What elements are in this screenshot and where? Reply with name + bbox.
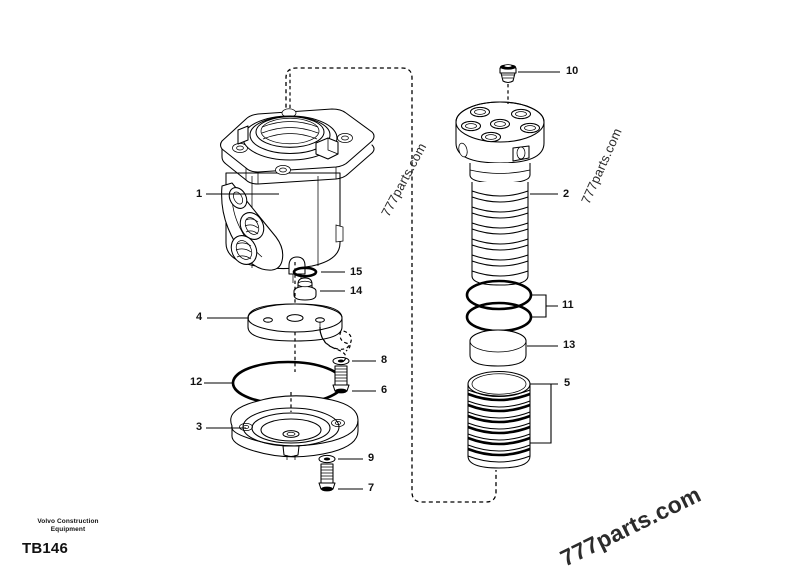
callout-11: 11: [562, 299, 574, 311]
part-bolt-6: [332, 365, 350, 394]
centre-lines: [289, 70, 509, 412]
bracket-ports: [228, 187, 265, 265]
part-seal-ring-stack-5: [467, 370, 531, 469]
callout-14: 14: [350, 285, 363, 297]
callout-1: 1: [196, 188, 203, 200]
callout-12: 12: [190, 376, 203, 388]
rotor-shaft-grooves: [471, 190, 529, 277]
part-check-valve-plug-14: [293, 277, 317, 301]
part-thrust-plate-4: [247, 303, 343, 342]
leader-lines: [204, 71, 560, 490]
callout-8: 8: [381, 354, 388, 366]
callout-2: 2: [563, 188, 570, 200]
callout-13: 13: [563, 339, 576, 351]
brand-line-1: Volvo Construction: [37, 518, 99, 525]
part-washer-9: [318, 454, 336, 464]
housing-flange-bolt-holes: [232, 108, 353, 175]
callout-4: 4: [196, 311, 203, 323]
assembly-path-dashed: [285, 67, 497, 503]
part-oring-pair-11: [465, 279, 533, 333]
part-plug-screw-10: [499, 64, 517, 84]
part-backup-ring-13: [469, 329, 527, 367]
model-code: TB146: [22, 540, 69, 558]
footer: Volvo Construction Equipment TB146: [22, 518, 222, 557]
brand-line-2: Equipment: [50, 526, 86, 534]
part-washer-8: [332, 356, 350, 366]
callout-15: 15: [350, 266, 363, 278]
callout-10: 10: [566, 65, 579, 77]
part-bottom-cover-3: [230, 395, 359, 460]
callout-5: 5: [564, 377, 571, 389]
detail-dash-connectors: [319, 326, 352, 362]
callout-9: 9: [368, 452, 375, 464]
callout-7: 7: [368, 482, 375, 494]
part-rotor-spindle-2: [455, 101, 545, 286]
callout-3: 3: [196, 421, 203, 433]
callout-6: 6: [381, 384, 388, 396]
part-housing-1: [219, 108, 375, 283]
part-small-oring-15: [292, 266, 318, 278]
rotor-top-ports: [460, 106, 541, 143]
seal-ring-edges: [467, 389, 531, 463]
brand-block: Volvo Construction Equipment: [22, 518, 114, 534]
part-bolt-7: [318, 463, 336, 492]
